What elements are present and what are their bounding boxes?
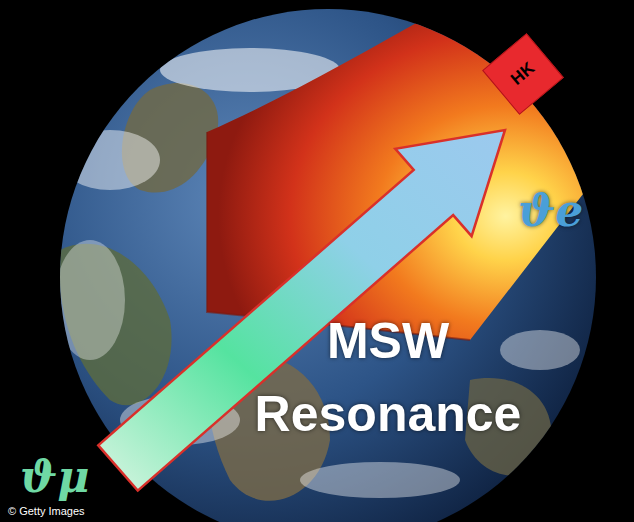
globe bbox=[60, 9, 596, 522]
node-label: HK bbox=[507, 58, 539, 89]
watermark: © Getty Images bbox=[8, 505, 148, 518]
electron-neutrino-symbol: ϑe bbox=[518, 186, 608, 237]
surface bbox=[55, 14, 590, 501]
cloud bbox=[60, 130, 160, 190]
cloud bbox=[55, 240, 125, 360]
cloud bbox=[300, 462, 460, 498]
detector-box: HK bbox=[482, 33, 564, 115]
muon-neutrino-symbol: ϑμ bbox=[20, 452, 120, 503]
cloud bbox=[500, 330, 580, 370]
cutaway-interior bbox=[207, 14, 590, 340]
msw-resonance-label: MSW Resonance bbox=[238, 305, 538, 450]
